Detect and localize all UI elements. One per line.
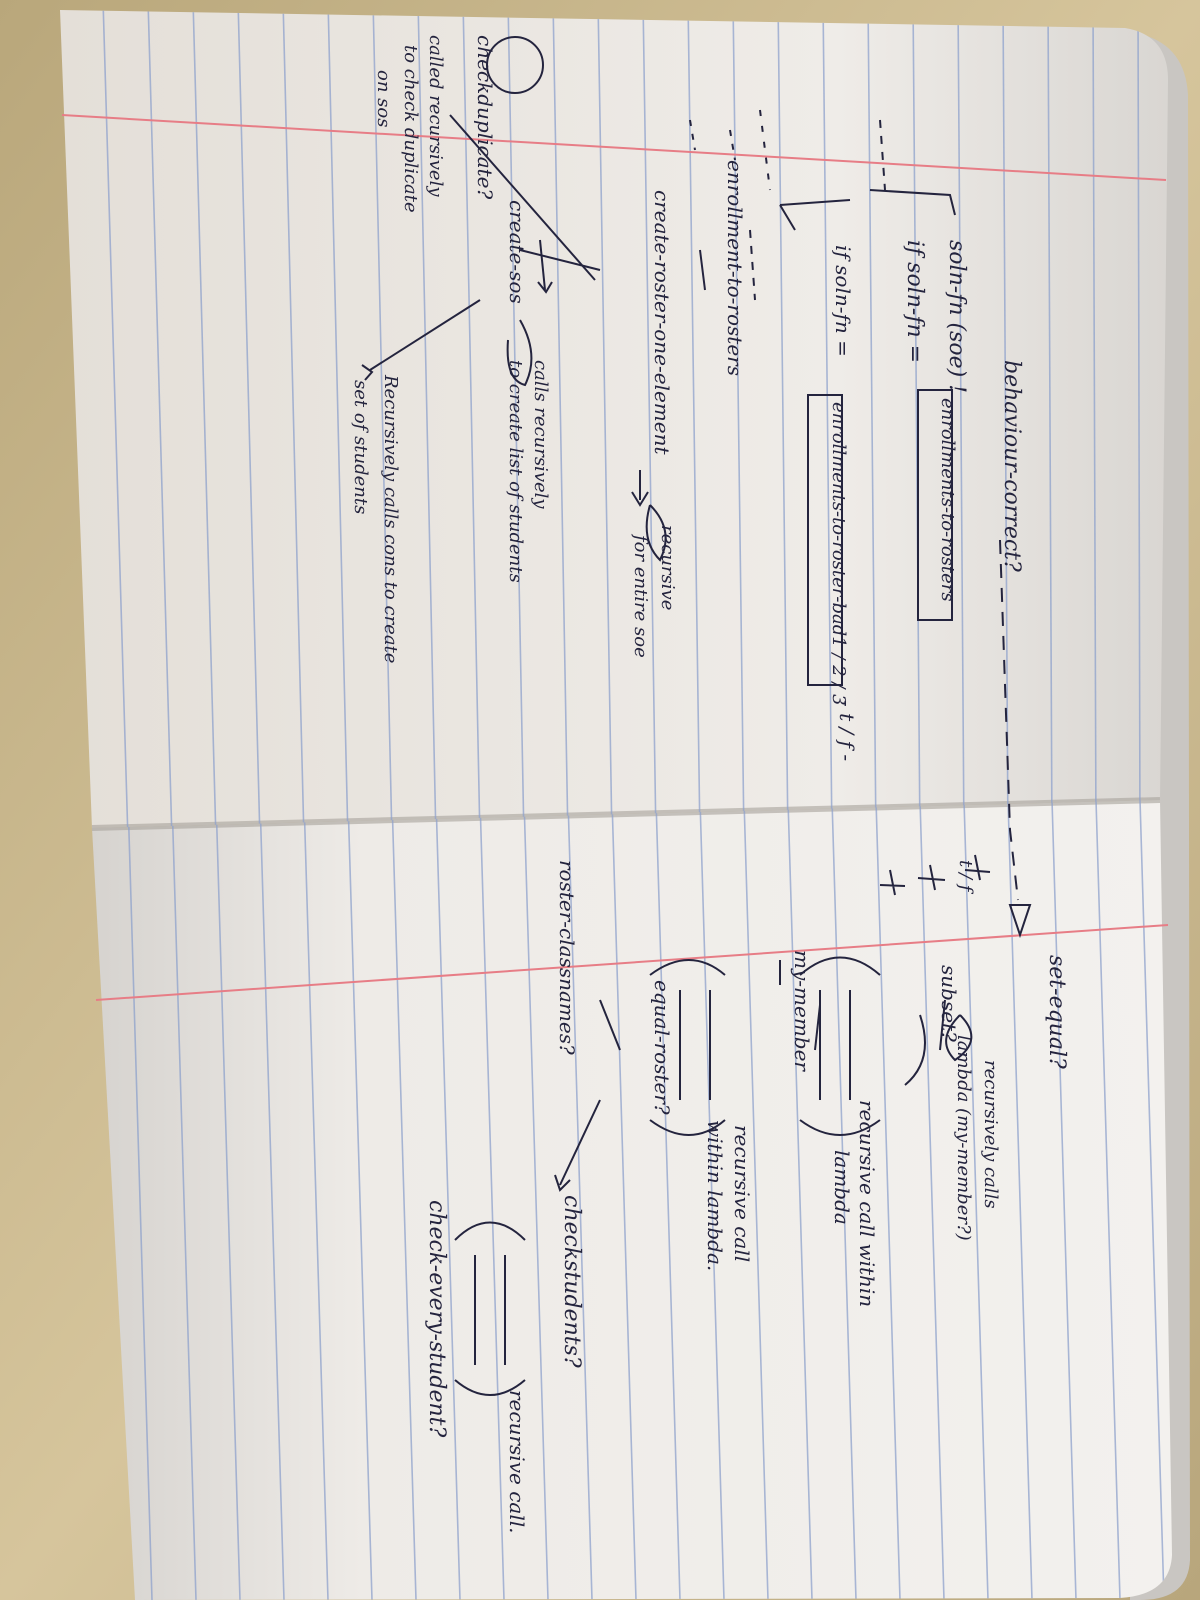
check-students: checkstudents? bbox=[559, 1195, 584, 1368]
check-duplicate: checkduplicate? bbox=[473, 35, 497, 200]
if-line-2: if soln-fn = bbox=[831, 245, 855, 357]
box-enrollments-to-roster-bad bbox=[807, 394, 843, 686]
box-2-text: enrollments-to-roster-bad1 / 2 / 3 bbox=[828, 402, 849, 706]
box-enrollments-to-rosters bbox=[917, 389, 953, 621]
called-recursively-2: to check duplicate bbox=[400, 45, 421, 213]
set-equal: set-equal? bbox=[1044, 955, 1069, 1069]
check-every-student: check-every-student? bbox=[424, 1200, 449, 1437]
dashed-link-set-equal bbox=[999, 539, 1019, 901]
cons-note-1: Recursively calls cons to create bbox=[380, 374, 401, 663]
recursively-calls-1: recursively calls bbox=[980, 1060, 1001, 1209]
right-page-text: set-equal? subset? recursively calls lam… bbox=[424, 860, 1069, 1533]
t-marks: t / f bbox=[955, 860, 976, 895]
called-recursively-3: on sos bbox=[373, 70, 394, 127]
recursively-calls-2: lambda (my-member?) bbox=[953, 1035, 974, 1241]
calls-recursively-1: calls recursively bbox=[530, 360, 551, 509]
recursive-call: recursive call. bbox=[505, 1390, 529, 1533]
recursive-lambda-1: recursive call within bbox=[855, 1100, 879, 1307]
recursive-note-1: recursive bbox=[657, 525, 678, 610]
left-page-margin-line bbox=[61, 114, 1167, 181]
left-page-notes bbox=[361, 36, 1019, 901]
title-behaviour-correct: behaviour-correct? bbox=[999, 360, 1024, 572]
right-page bbox=[92, 800, 1172, 1600]
create-sos: create-sos bbox=[505, 200, 529, 304]
enrollment-to-rosters: enrollment-to-rosters bbox=[723, 160, 747, 376]
left-page bbox=[60, 10, 1168, 828]
right-page-notes bbox=[454, 854, 1032, 1396]
recursive-note-2: for entire soe bbox=[630, 533, 651, 658]
my-member: my-member bbox=[790, 950, 814, 1072]
called-recursively-1: called recursively bbox=[425, 35, 446, 197]
right-page-margin-line bbox=[95, 924, 1169, 1001]
cons-note-2: set of students bbox=[350, 380, 371, 514]
soln-label: soln-fn (soe) ! bbox=[944, 240, 969, 393]
box-1-text: enrollments-to-rosters bbox=[937, 398, 958, 602]
recursive-within-1: recursive call bbox=[730, 1125, 754, 1262]
roster-classnames: roster-classnames? bbox=[555, 860, 579, 1055]
if-line-1: if soln-fn = bbox=[902, 240, 927, 363]
right-page-rules bbox=[127, 800, 1165, 1600]
left-page-text: behaviour-correct? soln-fn (soe) ! if so… bbox=[350, 35, 1024, 761]
create-roster-one-element: create-roster-one-element bbox=[650, 190, 674, 455]
spine bbox=[91, 797, 1161, 831]
left-page-rules bbox=[102, 10, 1141, 828]
subset: subset? bbox=[937, 965, 961, 1042]
calls-recursively-2: to create list of students bbox=[505, 360, 526, 583]
recursive-within-2: within lambda. bbox=[703, 1120, 727, 1271]
tf-marks: - t / f - bbox=[835, 700, 859, 761]
recursive-lambda-2: lambda bbox=[830, 1150, 854, 1225]
equal-roster: equal-roster? bbox=[650, 980, 674, 1115]
